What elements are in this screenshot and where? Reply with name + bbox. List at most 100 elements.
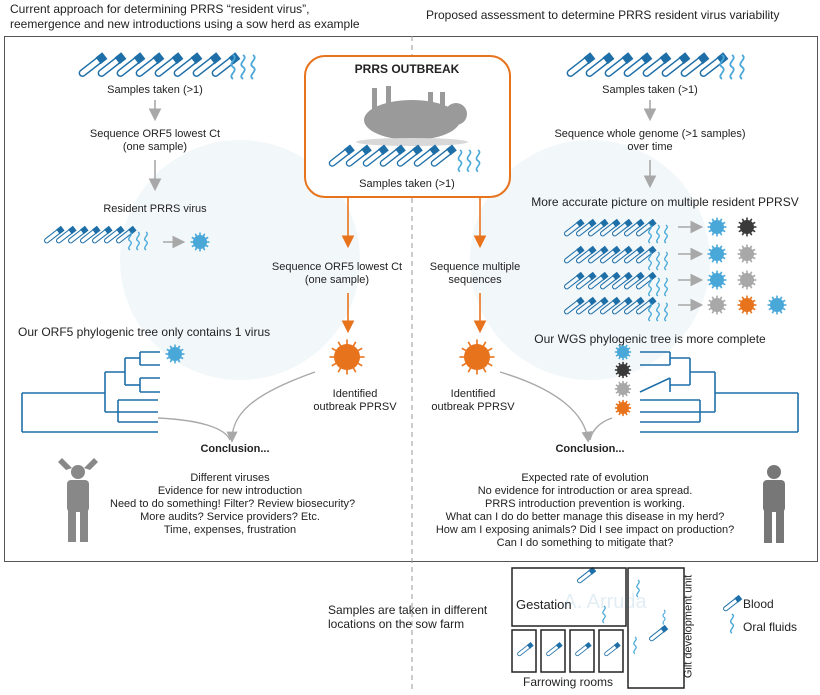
blood-tube-icon	[546, 642, 563, 657]
outbreak-title: PRRS OUTBREAK	[354, 62, 460, 76]
blood-tube-icon	[611, 218, 633, 237]
blood-tube-icon	[563, 296, 585, 315]
oral-fluid-rope-icon	[664, 302, 668, 322]
oral-fluid-rope-icon	[719, 54, 725, 80]
oral-fluid-rope-icon	[662, 609, 666, 625]
left-tree-curve	[157, 417, 231, 441]
blood-tube-icon	[699, 52, 729, 77]
blood-tube-icon	[396, 144, 423, 167]
blood-tube-icon	[611, 296, 633, 315]
blood-tube-icon	[587, 271, 609, 290]
right-tree-curve	[589, 417, 613, 441]
blood-tube-icon	[413, 144, 440, 167]
oral-fluid-rope-icon	[128, 231, 132, 251]
blood-tube-icon	[723, 594, 743, 612]
center-left-sequence-line-1: Sequence ORF5 lowest Ct	[271, 261, 403, 273]
center-right-sequence-line-1: Sequence multiple	[429, 261, 521, 273]
gestation-label: Gestation	[516, 597, 572, 612]
left-sequence-line-2: (one sample)	[122, 141, 188, 153]
blood-tube-icon	[575, 296, 597, 315]
blood-tube-icon	[192, 52, 222, 77]
blood-tube-icon	[103, 225, 125, 244]
blood-tube-icon	[430, 144, 457, 167]
resident-virus-icon	[707, 270, 727, 290]
right-conclusion-title: Conclusion...	[555, 443, 625, 455]
blood-tube-icon	[116, 52, 146, 77]
blood-tube-icon	[577, 566, 597, 584]
blood-tube-icon	[362, 144, 389, 167]
blood-tube-icon	[173, 52, 203, 77]
oral-fluid-rope-icon	[664, 277, 668, 297]
oral-fluid-rope-icon	[250, 54, 256, 80]
blood-tube-icon	[575, 271, 597, 290]
blood-tube-icon	[587, 245, 609, 264]
oral-fluid-rope-icon	[648, 224, 652, 244]
blood-tube-icon	[67, 225, 89, 244]
blood-tube-icon	[79, 225, 101, 244]
blood-tube-icon	[328, 144, 355, 167]
identified-virus-right-icon	[459, 339, 495, 375]
left-tree-label: Our ORF5 phylogenic tree only contains 1…	[18, 325, 271, 339]
gdu-label: Gilt development unit	[682, 574, 695, 679]
identified-right-line-1: Identified	[450, 388, 496, 400]
blood-tube-icon	[563, 218, 585, 237]
right-tree-label: Our WGS phylogenic tree is more complete	[534, 332, 766, 346]
blood-tube-icon	[623, 218, 645, 237]
blood-tube-icon	[661, 52, 691, 77]
resident-virus-icon	[767, 295, 787, 315]
oral-fluid-rope-icon	[230, 54, 236, 80]
oral-fluid-rope-icon	[648, 277, 652, 297]
oral-fluid-rope-icon	[457, 149, 463, 173]
blood-tube-icon	[585, 52, 615, 77]
blood-tube-icon	[43, 225, 65, 244]
center-left-sequence-line-2: (one sample)	[304, 274, 370, 286]
oral-fluid-rope-icon	[648, 251, 652, 271]
oral-fluid-rope-icon	[656, 302, 660, 322]
blood-tube-icon	[154, 52, 184, 77]
left-conclusion-line-4: More audits? Service providers? Etc.	[140, 511, 320, 523]
right-sequence-line-1: Sequence whole genome (>1 samples)	[554, 128, 746, 140]
blood-tube-icon	[563, 271, 585, 290]
center-right-sequence-line-2: sequences	[448, 274, 502, 286]
outbreak-samples: Samples taken (>1)	[359, 178, 455, 190]
resident-virus-icon	[190, 232, 210, 252]
identified-right-line-2: outbreak PPRSV	[431, 401, 515, 413]
blood-tube-icon	[604, 52, 634, 77]
diagram-frame	[4, 36, 818, 562]
identified-virus-left-icon	[329, 339, 365, 375]
oral-fluid-rope-icon	[144, 231, 148, 251]
blood-tube-icon	[563, 245, 585, 264]
blood-tube-icon	[587, 296, 609, 315]
blood-tube-icon	[587, 218, 609, 237]
blood-tube-icon	[604, 642, 621, 657]
resident-virus-icon	[737, 270, 757, 290]
right-tree-branch	[639, 377, 671, 393]
blood-tube-icon	[575, 245, 597, 264]
oral-fluid-rope-icon	[656, 251, 660, 271]
blood-tube-icon	[345, 144, 372, 167]
blood-tube-icon	[680, 52, 710, 77]
right-sequence-line-2: over time	[627, 141, 673, 153]
blood-tube-icon	[135, 52, 165, 77]
farrowing-label: Farrowing rooms	[522, 675, 614, 689]
frustrated-person-icon	[58, 458, 98, 542]
left-resident-label: Resident PRRS virus	[103, 203, 207, 215]
oral-fluid-rope-icon	[136, 231, 140, 251]
farm-caption-line-2: locations on the sow farm	[328, 617, 465, 631]
left-samples-label: Samples taken (>1)	[107, 84, 203, 96]
blood-tube-icon	[566, 52, 596, 77]
resident-virus-icon	[707, 244, 727, 264]
right-conclusion-line-2: No evidence for introduction or area spr…	[477, 485, 693, 497]
oral-fluid-rope-icon	[466, 149, 472, 173]
oral-fluid-rope-icon	[664, 224, 668, 244]
oral-fluid-rope-icon	[602, 605, 606, 624]
blood-tube-icon	[78, 52, 108, 77]
blood-tube-icon	[642, 52, 672, 77]
blood-tube-icon	[623, 52, 653, 77]
legend-blood-label: Blood	[743, 597, 774, 611]
blood-tube-icon	[379, 144, 406, 167]
standing-person-icon	[763, 465, 785, 543]
tree-virus-icon	[165, 344, 185, 364]
pig-icon	[356, 86, 468, 146]
